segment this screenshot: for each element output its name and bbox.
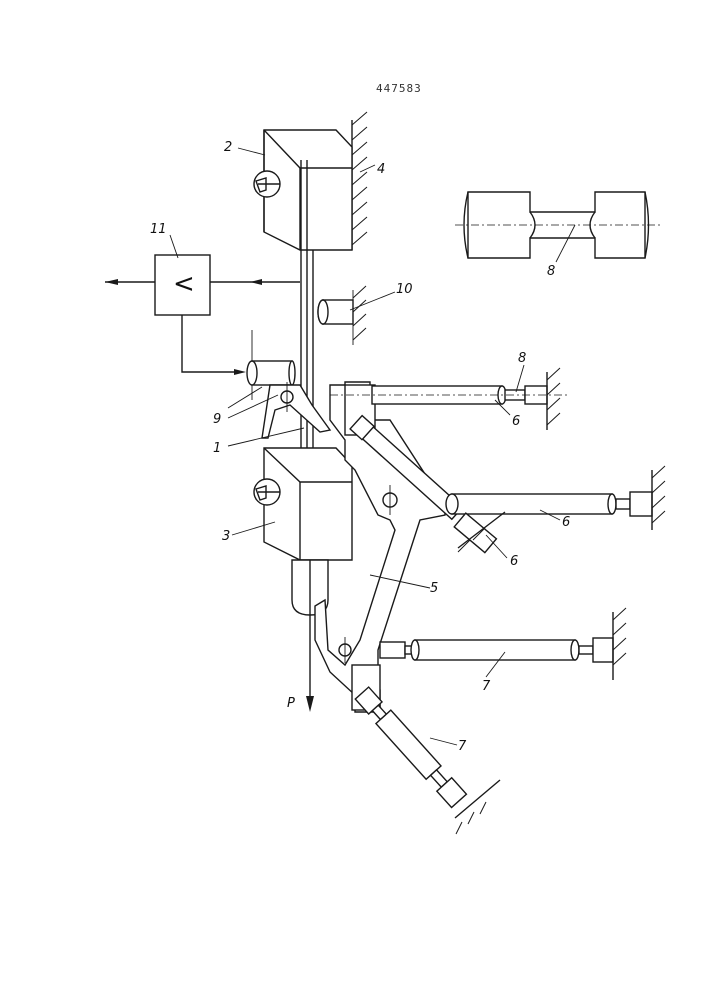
- label-8-inset: 8: [547, 264, 555, 279]
- label-6-lower: 6: [510, 554, 518, 569]
- force-label: P: [287, 696, 295, 711]
- comparator-symbol: <: [173, 269, 195, 299]
- rod-6-middle: [446, 466, 665, 530]
- label-5: 5: [430, 581, 438, 596]
- wall-4: [352, 112, 367, 250]
- label-11: 11: [150, 222, 167, 237]
- upper-clamp-2: [254, 130, 352, 250]
- label-10: 10: [396, 282, 413, 297]
- label-4: 4: [377, 162, 385, 177]
- label-8-rod: 8: [518, 351, 526, 366]
- rod-7-horizontal: [380, 608, 626, 680]
- label-1: 1: [213, 441, 221, 456]
- actuator-9: [247, 330, 330, 438]
- label-9: 9: [213, 412, 221, 427]
- label-7-diagonal: 7: [458, 739, 467, 754]
- inset-element-8: [455, 192, 660, 258]
- rod-7-diagonal: [355, 686, 500, 834]
- comparator-11: <: [155, 255, 210, 315]
- label-6-top: 6: [512, 414, 520, 429]
- label-6-middle: 6: [562, 515, 570, 530]
- lower-clamp-3: [254, 448, 352, 615]
- rod-6-short: [454, 512, 505, 553]
- patent-number: 447583: [376, 82, 422, 95]
- label-7-horizontal: 7: [482, 679, 491, 694]
- sensor-10: [318, 286, 366, 345]
- label-3: 3: [222, 529, 230, 544]
- label-2: 2: [224, 140, 232, 155]
